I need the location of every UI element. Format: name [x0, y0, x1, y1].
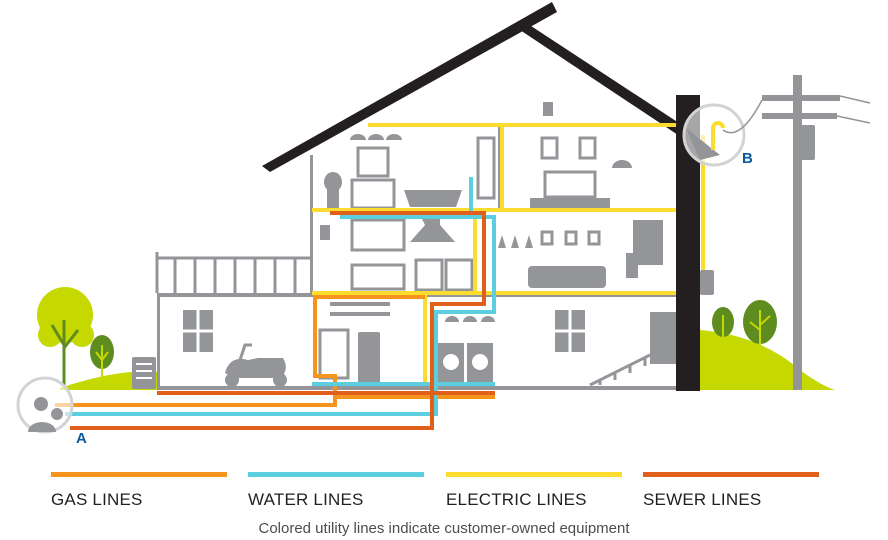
- sewer-lines: [70, 211, 495, 430]
- left-yard: [37, 287, 160, 390]
- roof-left: [262, 2, 557, 172]
- legend-swatch-electric: [446, 472, 622, 477]
- sofa-icon: [528, 266, 606, 288]
- range-hood-icon: [410, 215, 455, 242]
- legend-label-sewer: SEWER LINES: [643, 490, 762, 509]
- water-heater-icon: [358, 332, 380, 384]
- gas-lines: [55, 295, 495, 407]
- caption: Colored utility lines indicate customer-…: [258, 520, 630, 537]
- roof-right: [520, 24, 682, 135]
- water-lines: [65, 177, 496, 416]
- ac-unit-icon: [132, 357, 156, 389]
- legend-swatch-sewer: [643, 472, 819, 477]
- legend-swatch-gas: [51, 472, 227, 477]
- marker-b-label: B: [742, 150, 753, 167]
- legend-label-gas: GAS LINES: [51, 490, 143, 509]
- marker-a-label: A: [76, 430, 87, 447]
- marker-b-circle: [682, 99, 763, 167]
- balcony-railing: [155, 252, 312, 293]
- furniture: [183, 102, 714, 387]
- tv-icon: [543, 170, 597, 199]
- legend-gas: GAS LINES: [51, 472, 227, 510]
- scooter-icon: [225, 343, 287, 387]
- marker-a-circle: [16, 376, 74, 434]
- legend-swatch-water: [248, 472, 424, 477]
- stairs: [589, 353, 651, 387]
- utility-pole: [762, 75, 871, 390]
- legend-label-electric: ELECTRIC LINES: [446, 490, 587, 509]
- right-yard: [700, 300, 835, 390]
- legend-water: WATER LINES: [248, 472, 424, 510]
- legend-label-water: WATER LINES: [248, 490, 364, 509]
- electric-meter-icon: [700, 270, 714, 295]
- stove-icon: [414, 258, 444, 292]
- bathtub-icon: [404, 190, 462, 207]
- legend-electric: ELECTRIC LINES: [446, 472, 622, 510]
- legend-sewer: SEWER LINES: [643, 472, 819, 510]
